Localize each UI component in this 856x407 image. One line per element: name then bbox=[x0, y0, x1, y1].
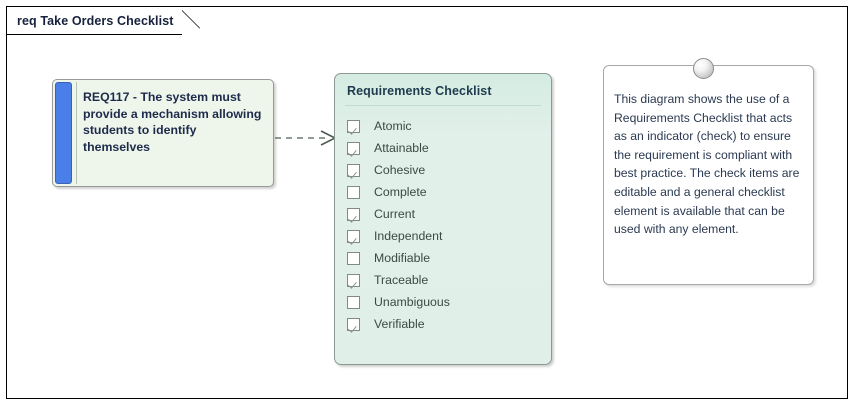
requirement-element[interactable]: REQ117 - The system must provide a mecha… bbox=[52, 79, 274, 187]
checklist-item-label: Verifiable bbox=[374, 317, 425, 331]
checklist-row[interactable]: Complete bbox=[347, 181, 543, 203]
requirements-checklist-element[interactable]: Requirements Checklist Atomic Attainable… bbox=[334, 73, 552, 365]
checkbox-independent-icon[interactable] bbox=[347, 229, 360, 243]
diagram-frame: req Take Orders Checklist REQ117 - The s… bbox=[6, 6, 848, 399]
requirement-accent-bar bbox=[55, 82, 72, 184]
checkbox-complete-icon[interactable] bbox=[347, 185, 360, 199]
note-text: This diagram shows the use of a Requirem… bbox=[614, 92, 800, 237]
diagram-frame-title-label: req Take Orders Checklist bbox=[17, 13, 174, 28]
diagram-frame-tab-corner-icon bbox=[182, 7, 202, 35]
checklist-row[interactable]: Unambiguous bbox=[347, 291, 543, 313]
checklist-item-label: Complete bbox=[374, 185, 427, 199]
checklist-row[interactable]: Verifiable bbox=[347, 313, 543, 335]
checklist-item-label: Unambiguous bbox=[374, 295, 450, 309]
checkbox-traceable-icon[interactable] bbox=[347, 273, 360, 287]
checklist-item-label: Current bbox=[374, 207, 416, 221]
checkbox-current-icon[interactable] bbox=[347, 207, 360, 221]
checklist-separator bbox=[345, 105, 541, 106]
checklist-item-label: Independent bbox=[374, 229, 443, 243]
checklist-item-label: Cohesive bbox=[374, 163, 426, 177]
checkbox-attainable-icon[interactable] bbox=[347, 141, 360, 155]
requirement-divider bbox=[76, 82, 77, 184]
checklist-row[interactable]: Independent bbox=[347, 225, 543, 247]
requirement-text: REQ117 - The system must provide a mecha… bbox=[83, 90, 262, 154]
dependency-connector[interactable] bbox=[273, 125, 341, 151]
checklist-item-label: Modifiable bbox=[374, 251, 431, 265]
diagram-frame-title-tab[interactable]: req Take Orders Checklist bbox=[7, 7, 202, 35]
checklist-row[interactable]: Attainable bbox=[347, 137, 543, 159]
checklist-row[interactable]: Traceable bbox=[347, 269, 543, 291]
checkbox-cohesive-icon[interactable] bbox=[347, 163, 360, 177]
checkbox-unambiguous-icon[interactable] bbox=[347, 295, 360, 309]
checklist-row[interactable]: Modifiable bbox=[347, 247, 543, 269]
note-element[interactable]: This diagram shows the use of a Requirem… bbox=[603, 65, 814, 285]
checklist-row[interactable]: Cohesive bbox=[347, 159, 543, 181]
checklist-title: Requirements Checklist bbox=[347, 84, 492, 98]
circle-handle-icon[interactable] bbox=[693, 58, 714, 79]
checklist-row[interactable]: Atomic bbox=[347, 115, 543, 137]
checkbox-modifiable-icon[interactable] bbox=[347, 251, 360, 265]
checkbox-atomic-icon[interactable] bbox=[347, 119, 360, 133]
checklist-row[interactable]: Current bbox=[347, 203, 543, 225]
checklist-item-label: Attainable bbox=[374, 141, 429, 155]
checklist-item-label: Atomic bbox=[374, 119, 412, 133]
checklist-items: Atomic Attainable Cohesive Complete Curr… bbox=[347, 115, 543, 335]
checklist-item-label: Traceable bbox=[374, 273, 429, 287]
diagram-frame-title-body: req Take Orders Checklist bbox=[7, 7, 182, 35]
checkbox-verifiable-icon[interactable] bbox=[347, 317, 360, 331]
